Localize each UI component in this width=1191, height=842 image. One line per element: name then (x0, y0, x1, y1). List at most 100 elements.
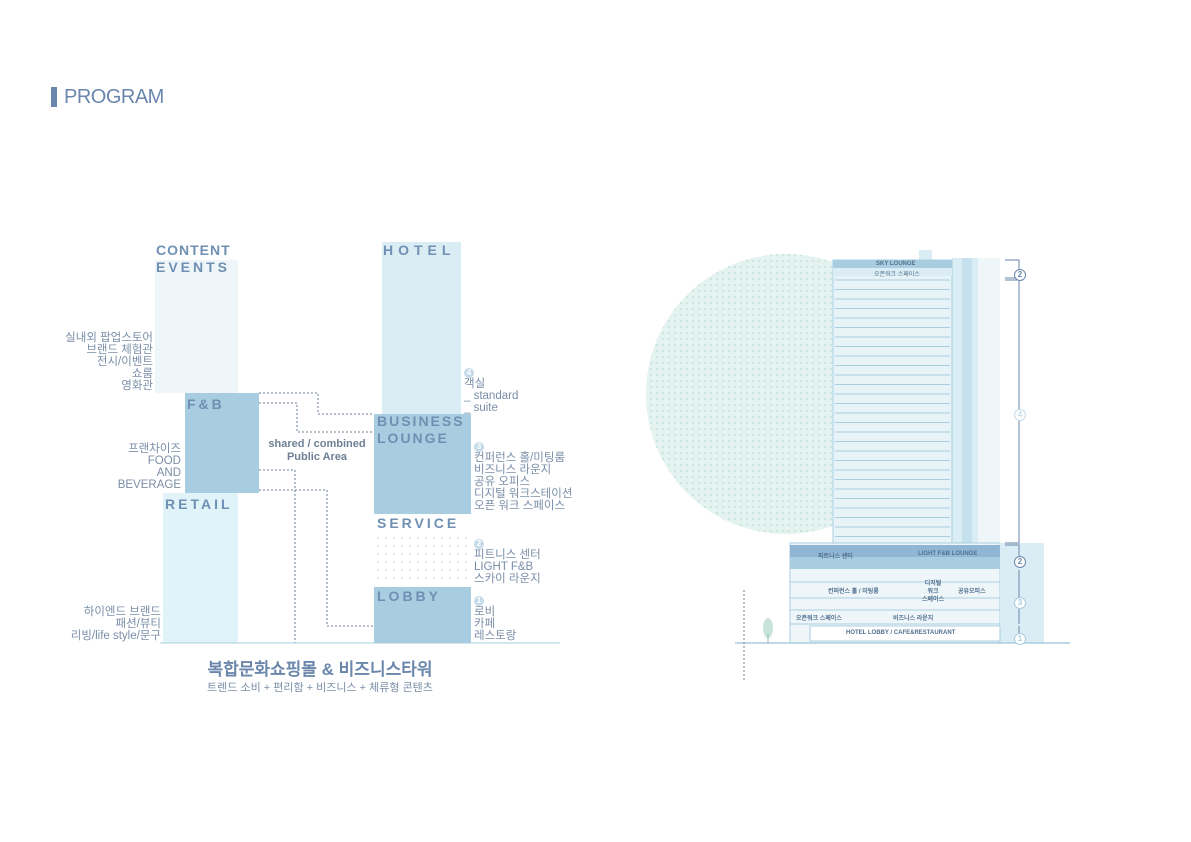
retail-list: 하이엔드 브랜드 패션/뷰티 리빙/life style/문구 (71, 606, 161, 642)
sky-lounge-band (833, 260, 952, 268)
sky-lounge-label: SKY LOUNGE (876, 261, 916, 267)
tree-icon (763, 618, 773, 638)
hotel-label: HOTEL (383, 242, 456, 258)
page-title: PROGRAM (64, 86, 164, 108)
list-item: 전시/이벤트 (96, 356, 153, 368)
business-lounge-tower-label: 비즈니스 라운지 (893, 616, 934, 622)
list-item: 브랜드 체험관 (86, 344, 153, 356)
fnb-list: 프랜차이즈 FOOD AND BEVERAGE (118, 443, 181, 491)
hotel-list: 4 객실 _ standard _ suite (464, 366, 518, 414)
fnb-label: F&B (187, 396, 225, 412)
business-lounge-block (374, 414, 471, 514)
list-item: AND (156, 467, 181, 479)
list-item: 객실 (464, 378, 486, 390)
shared-line2: Public Area (286, 451, 348, 463)
marker-business: 3 (1014, 592, 1026, 610)
lobby-label: LOBBY (377, 588, 441, 604)
list-item: _ standard (464, 390, 519, 402)
diagram-title: 복합문화쇼핑몰 & 비즈니스타워 (207, 660, 433, 679)
fitness-band (790, 545, 1000, 557)
list-item: 실내외 팝업스토어 (65, 332, 153, 344)
business-label-line1: BUSINESS (377, 413, 465, 429)
level-marker: 3 (1014, 597, 1026, 609)
list-item: _ suite (464, 402, 498, 414)
level-marker: 1 (1014, 633, 1026, 645)
business-list: 3 컨퍼런스 홀/미팅룸 비즈니스 라운지 공유 오피스 디지털 워크스테이션 … (474, 440, 572, 512)
fnb-block (185, 393, 259, 493)
list-item: 공유 오피스 (474, 476, 531, 488)
tower-core-pale (978, 258, 1000, 543)
service-list: 2 피트니스 센터 LIGHT F&B 스카이 라운지 (474, 537, 541, 585)
list-item: BEVERAGE (117, 479, 181, 491)
list-item: 카페 (474, 618, 496, 630)
list-item: 로비 (474, 606, 496, 618)
list-item: 디지털 워크스테이션 (474, 488, 573, 500)
tower-crown (919, 250, 932, 260)
lobby-block (374, 587, 471, 643)
connector-fnb-hotel (259, 392, 374, 415)
list-item: 컨퍼런스 홀/미팅룸 (474, 452, 566, 464)
hotel-lobby-label: HOTEL LOBBY / CAFE&RESTAURANT (846, 630, 956, 636)
level-marker: 4 (464, 368, 474, 378)
level-marker: 2 (1014, 556, 1026, 568)
list-item: 패션/뷰티 (115, 618, 161, 630)
shared-line1: shared / combined (268, 438, 366, 450)
hotel-block (382, 242, 461, 414)
list-item: LIGHT F&B (474, 561, 534, 573)
content-events-block (155, 260, 238, 393)
list-item: FOOD (147, 455, 181, 467)
list-item: 프랜차이즈 (128, 443, 181, 455)
title-marker (51, 87, 57, 107)
level-marker: 4 (1014, 409, 1026, 421)
connector-fnb-business (259, 402, 374, 433)
content-events-list: 실내외 팝업스토어 브랜드 체험관 전시/이벤트 쇼룸 영화관 (65, 332, 153, 392)
business-label-line2: LOUNGE (377, 430, 449, 446)
open-work2-label: 오픈워크 스페이스 (796, 616, 842, 622)
fitness-label: 피트니스 센터 (818, 554, 853, 560)
content-label-line2: EVENTS (156, 259, 231, 275)
digital-label: 디지털 워크 스페이스 (922, 580, 944, 604)
open-work-label: 오픈워크 스페이스 (874, 272, 920, 278)
tower-floor-lines (835, 279, 950, 537)
marker-sky: 2 (1014, 264, 1026, 282)
tower-core-mid (962, 258, 972, 543)
retail-block (163, 493, 238, 643)
service-label: SERVICE (377, 515, 460, 531)
list-item: 비즈니스 라운지 (474, 464, 552, 476)
lobby-list: 1 로비 카페 레스토랑 (474, 594, 516, 642)
shared-area-label: shared / combined Public Area (262, 438, 372, 464)
business-lounge-label: BUSINESS LOUNGE (377, 413, 465, 447)
list-item: 레스토랑 (474, 630, 517, 642)
marker-service: 2 (1014, 551, 1026, 569)
level-marker: 2 (1014, 269, 1026, 281)
content-events-label: CONTENT EVENTS (156, 242, 231, 276)
light-fnb-label: LIGHT F&B LOUNGE (918, 551, 978, 557)
list-item: 하이엔드 브랜드 (83, 606, 161, 618)
digital-line: 스페이스 (922, 597, 945, 603)
tower-body (832, 259, 953, 544)
conference-label: 컨퍼런스 홀 / 미팅룸 (828, 589, 879, 595)
digital-line: 워크 (927, 589, 939, 595)
level-marker: 1 (474, 596, 484, 606)
open-work-band (833, 268, 952, 276)
marker-lobby: 1 (1014, 628, 1026, 646)
shared-office-label: 공유오피스 (958, 589, 986, 595)
list-item: 쇼룸 (131, 368, 153, 380)
hotel-lobby-box (809, 625, 1001, 642)
marker-hotel: 4 (1014, 404, 1026, 422)
digital-line: 디지털 (924, 581, 942, 587)
list-item: 영화관 (121, 380, 153, 392)
level-marker: 3 (474, 442, 484, 452)
content-label-line1: CONTENT (156, 242, 231, 258)
level-marker: 2 (474, 539, 484, 549)
service-block (374, 534, 471, 584)
list-item: 피트니스 센터 (474, 549, 541, 561)
diagram-subtitle: 트렌드 소비 + 편리함 + 비즈니스 + 체류형 콘텐츠 (207, 682, 433, 694)
list-item: 리빙/life style/문구 (70, 630, 161, 642)
list-item: 스카이 라운지 (474, 573, 541, 585)
fitness-band-2 (790, 557, 1000, 569)
retail-label: RETAIL (165, 496, 233, 512)
list-item: 오픈 워크 스페이스 (474, 500, 566, 512)
